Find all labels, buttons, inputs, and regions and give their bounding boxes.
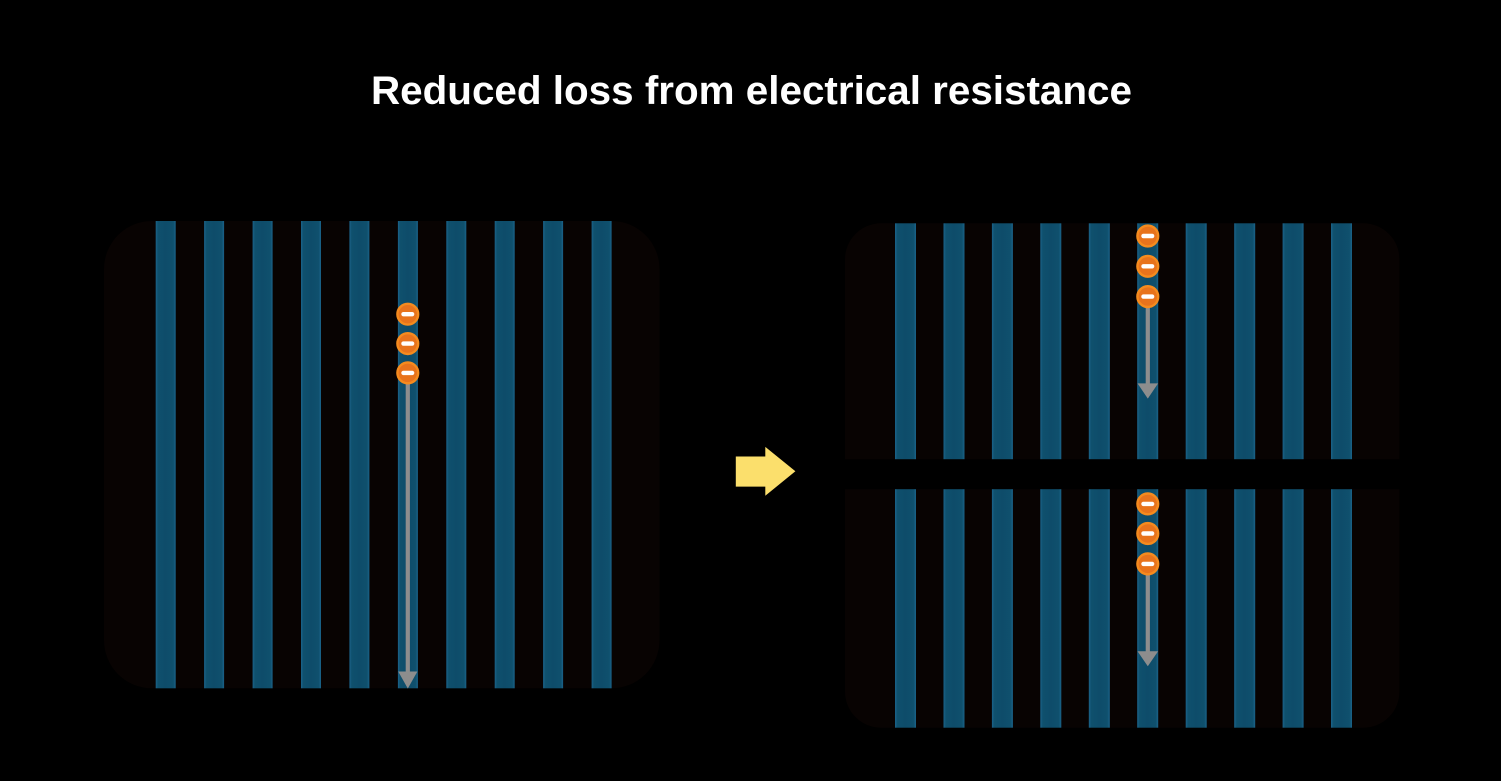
svg-text:Reduced loss from electrical r: Reduced loss from electrical resistance bbox=[371, 68, 1132, 113]
